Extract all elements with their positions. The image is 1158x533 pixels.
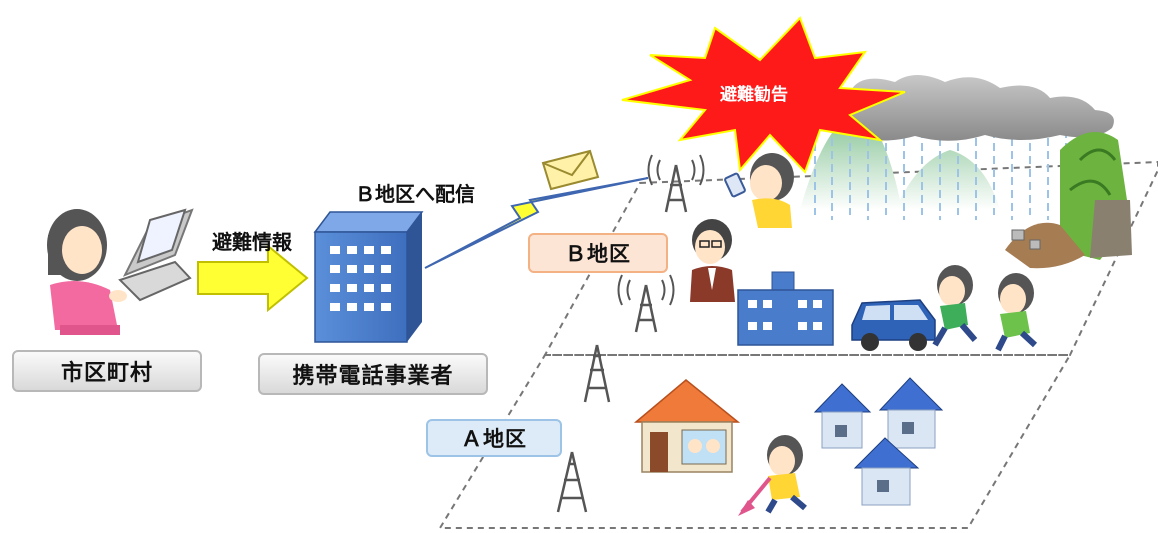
- district-a-label: Ａ地区: [426, 419, 562, 457]
- cell-tower-icon: [617, 274, 675, 333]
- house-icon: [853, 437, 920, 506]
- cell-tower-icon: [647, 154, 705, 213]
- cell-tower-icon: [583, 344, 611, 403]
- deliver-to-b-label: Ｂ地区へ配信: [355, 182, 475, 206]
- person-at-laptop-icon: [47, 208, 194, 335]
- envelope-icon: [541, 149, 600, 191]
- evac-info-arrow: [197, 243, 309, 313]
- school-building-icon: [737, 271, 834, 346]
- district-b-label: Ｂ地区: [528, 233, 668, 273]
- carrier-label: 携帯電話事業者: [258, 353, 488, 395]
- landslide-icon: [1005, 132, 1132, 269]
- man-in-suit-icon: [690, 219, 735, 302]
- running-person-icon: [932, 265, 978, 347]
- person-with-phone-icon: [724, 153, 794, 228]
- district-a-ground: [438, 354, 1072, 529]
- evac-info-label: 避難情報: [212, 230, 292, 254]
- office-building-icon: [313, 211, 424, 343]
- evac-advisory-label: 避難勧告: [720, 85, 788, 105]
- house-icon: [813, 383, 872, 449]
- municipality-label: 市区町村: [12, 350, 202, 392]
- alert-burst-icon: [621, 16, 906, 174]
- house-icon: [878, 377, 944, 449]
- house-icon: [633, 379, 741, 473]
- cell-tower-icon: [556, 451, 588, 513]
- walking-person-icon: [738, 435, 807, 516]
- car-icon: [851, 299, 936, 351]
- lightning-signal-icon: [424, 177, 649, 269]
- running-person-icon: [995, 273, 1038, 352]
